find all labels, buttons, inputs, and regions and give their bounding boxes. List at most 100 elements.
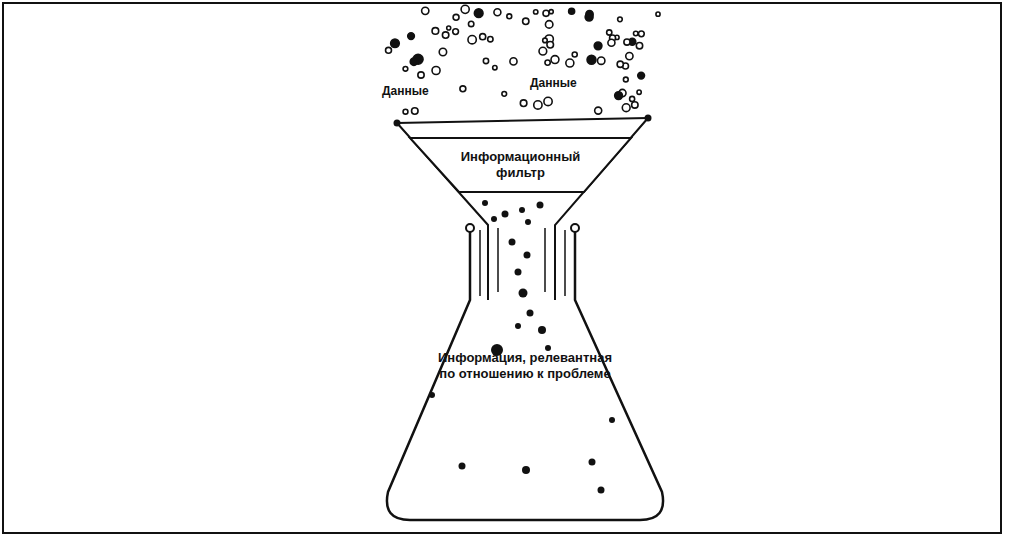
info-dot — [509, 239, 516, 246]
data-dot — [408, 33, 415, 40]
data-dot — [447, 26, 451, 30]
data-dot — [483, 58, 488, 63]
data-dot — [637, 90, 641, 94]
data-label: Данные — [380, 84, 431, 98]
data-dot — [626, 52, 633, 59]
data-dot — [617, 61, 623, 67]
data-dot — [607, 30, 612, 35]
data-dot — [480, 34, 486, 40]
flask-neck-inner — [479, 230, 481, 296]
data-dot — [608, 39, 615, 46]
info-dot — [502, 211, 509, 218]
data-dot — [615, 92, 623, 100]
data-dot — [410, 58, 417, 65]
data-dot — [507, 14, 512, 19]
info-dot — [515, 269, 522, 276]
data-dot — [624, 39, 630, 45]
data-dot — [569, 8, 575, 14]
data-dot — [594, 42, 602, 50]
data-dot — [494, 9, 501, 16]
data-dot — [585, 13, 593, 21]
data-dot — [412, 108, 419, 115]
info-dot — [515, 323, 521, 329]
data-dot — [534, 101, 542, 109]
data-dot — [597, 57, 604, 64]
data-dot — [488, 36, 493, 41]
data-dot — [632, 102, 638, 108]
flask-shape — [387, 230, 663, 520]
data-dot — [432, 67, 440, 75]
data-dot — [453, 14, 459, 20]
data-dot — [595, 107, 602, 114]
data-dot — [523, 18, 529, 24]
data-dot — [543, 10, 549, 16]
info-dot — [519, 207, 525, 213]
data-dot — [656, 12, 660, 16]
data-dot — [453, 29, 459, 35]
data-dot — [418, 72, 424, 78]
data-dot — [442, 32, 448, 38]
data-dot — [636, 43, 642, 49]
info-dot — [522, 466, 530, 474]
data-dot — [468, 21, 473, 26]
info-dot — [519, 289, 528, 298]
info-dot — [482, 200, 488, 206]
info-dot — [459, 463, 466, 470]
data-dot — [572, 52, 577, 57]
data-dot — [468, 36, 476, 44]
info-dot — [538, 326, 546, 334]
data-dots — [386, 5, 661, 493]
data-dot — [623, 77, 628, 82]
data-dot — [638, 72, 645, 79]
data-dot — [534, 10, 538, 14]
data-dot — [461, 5, 469, 13]
info-dot — [491, 216, 497, 222]
info-dot — [525, 219, 531, 225]
data-dot — [549, 10, 553, 14]
data-dot — [520, 100, 527, 107]
flask-lip — [571, 224, 579, 232]
data-dot — [630, 96, 635, 101]
filter-band-shape — [410, 138, 631, 192]
data-dot — [493, 65, 497, 69]
data-dot — [439, 48, 446, 55]
info-dot — [598, 487, 605, 494]
data-label: Данные — [528, 76, 579, 90]
data-dot — [432, 28, 439, 35]
spout-inner — [497, 228, 499, 292]
text-holder: Информационный фильтр — [410, 149, 631, 181]
data-dot — [474, 9, 483, 18]
filter-band: Информационный фильтр — [410, 138, 631, 192]
frame — [3, 3, 1001, 533]
data-dot — [422, 7, 429, 14]
data-dot — [547, 41, 554, 48]
data-dot — [502, 92, 507, 97]
data-dot — [638, 31, 644, 37]
flask-lip — [466, 224, 474, 232]
data-dot — [618, 17, 623, 22]
data-dot — [551, 56, 559, 64]
data-dot — [386, 47, 392, 53]
data-dot — [544, 97, 552, 105]
data-dot — [460, 86, 466, 92]
flask: Информация, релевантная по отношению к п… — [380, 222, 670, 527]
info-dot — [589, 459, 596, 466]
data-dot — [587, 55, 596, 64]
text-holder: Информация, релевантная по отношению к п… — [380, 350, 670, 382]
data-dot — [545, 21, 552, 28]
flask-neck-inner — [564, 230, 566, 296]
info-dot — [524, 252, 531, 259]
data-dot — [622, 104, 630, 112]
filter-label: Информационный фильтр — [459, 149, 583, 181]
info-dot — [527, 310, 534, 317]
data-dot — [543, 38, 548, 43]
data-dot — [566, 59, 574, 67]
data-dot — [403, 109, 408, 114]
info-dot — [609, 417, 615, 423]
data-dot — [510, 58, 517, 65]
data-dot — [539, 47, 547, 55]
data-dot — [391, 39, 400, 48]
